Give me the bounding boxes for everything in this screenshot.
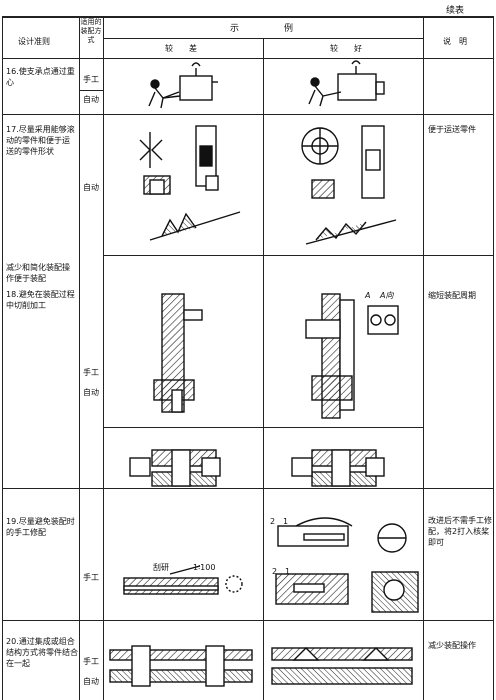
row-18-principle: 18.避免在装配过程中切削加工 bbox=[6, 290, 75, 310]
row-20-note: 减少装配操作 bbox=[428, 641, 476, 650]
row-16-worse-drawing bbox=[148, 62, 218, 109]
row-20-worse-drawing bbox=[109, 645, 253, 687]
header-principle: 设计准则 bbox=[18, 37, 50, 46]
section-a-view-label: A向 bbox=[380, 291, 394, 300]
header-worse: 较 差 bbox=[165, 44, 197, 53]
row-19-worse-drawing bbox=[123, 565, 243, 595]
row-18-bolt-worse bbox=[129, 449, 221, 487]
row-20-principle: 20.通过集成或组合结构方式将零件结合在一起 bbox=[6, 637, 78, 668]
header-note: 说 明 bbox=[443, 37, 467, 46]
group-principle: 减少和简化装配操作便于装配 bbox=[6, 263, 70, 283]
row-17-note: 便于运送零件 bbox=[428, 125, 476, 134]
row-20-method-auto: 自动 bbox=[83, 677, 99, 686]
row-17-method-auto: 自动 bbox=[83, 183, 99, 192]
part-1-label-bottom: 1 bbox=[285, 567, 291, 576]
row-19-note: 改进后不需手工修配，将2打入核桨即可 bbox=[428, 516, 492, 547]
row-17-worse-drawing bbox=[139, 125, 241, 241]
row-18-method-manual: 手工 bbox=[83, 368, 99, 377]
part-1-label-top: 1 bbox=[283, 517, 289, 526]
row-16-better-drawing bbox=[308, 60, 385, 107]
section-a-label: A bbox=[365, 291, 371, 300]
row-16-method-auto: 自动 bbox=[83, 95, 99, 104]
part-2-label-bottom: 2 bbox=[272, 567, 278, 576]
row-19-better-drawing bbox=[275, 517, 419, 613]
row-18-bolt-better bbox=[291, 449, 385, 487]
row-16-principle: 16.使支承点通过重心 bbox=[6, 67, 75, 87]
row-18-note: 缩短装配周期 bbox=[428, 291, 476, 300]
header-better: 较 好 bbox=[330, 44, 362, 53]
scrape-label: 刮研 bbox=[153, 563, 169, 572]
scrape-ratio-label: 1∶100 bbox=[193, 563, 216, 572]
part-2-label-top: 2 bbox=[270, 517, 276, 526]
row-19-principle: 19.尽量避免装配时的手工修配 bbox=[6, 517, 75, 537]
row-18-better-drawing bbox=[305, 293, 399, 419]
header-method: 适用的装配方式 bbox=[80, 18, 102, 44]
row-19-method-manual: 手工 bbox=[83, 573, 99, 582]
row-17-principle: 17.尽量采用能够滚动的零件和便于运送的零件形状 bbox=[6, 125, 75, 156]
row-18-method-auto: 自动 bbox=[83, 388, 99, 397]
row-20-better-drawing bbox=[271, 647, 413, 685]
header-example: 示 例 bbox=[230, 24, 294, 34]
row-16-method-manual: 手工 bbox=[83, 75, 99, 84]
continued-label: 续表 bbox=[446, 6, 465, 16]
row-17-better-drawing bbox=[301, 125, 397, 245]
row-18-worse-drawing bbox=[153, 293, 203, 413]
row-20-method-manual: 手工 bbox=[83, 657, 99, 666]
